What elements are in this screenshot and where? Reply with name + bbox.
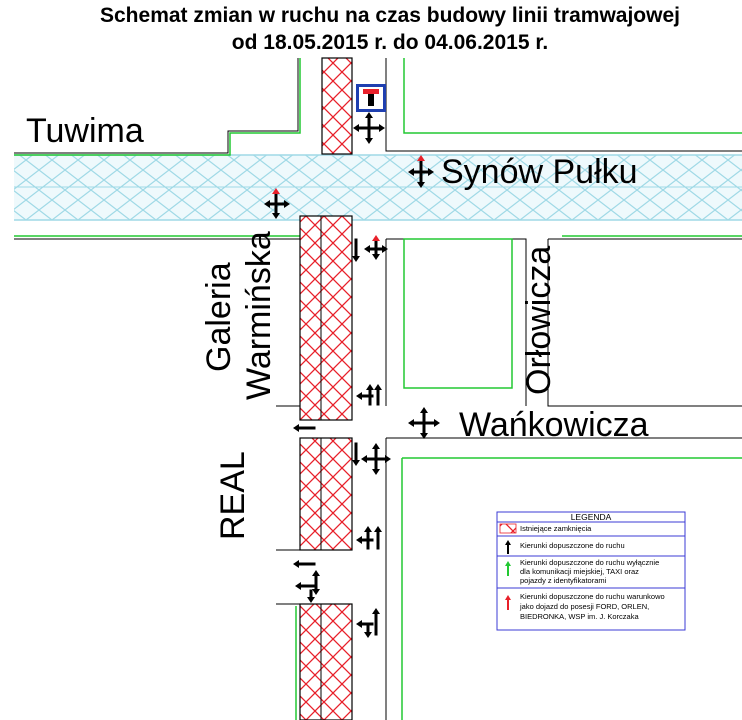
legend: LEGENDA Istniejące zamknięcia Kierunki d… xyxy=(496,511,686,631)
arrow-updown-synow xyxy=(408,155,434,188)
arrow-4way-north xyxy=(353,112,385,144)
legend-header: LEGENDA xyxy=(571,512,612,522)
title-line-1: Schemat zmian w ruchu na czas budowy lin… xyxy=(100,4,680,27)
street-label-tuwima: Tuwima xyxy=(26,112,144,150)
legend-green-arrow-icon xyxy=(505,561,511,576)
street-label-orlowicza: Orłowicza xyxy=(520,246,558,395)
arrow-left-exit-2 xyxy=(293,560,316,568)
legend-conditional-line-3: BIEDRONKA, WSP im. J. Korczaka xyxy=(520,612,639,621)
legend-red-arrow-icon xyxy=(505,595,511,610)
street-label-wankowicza: Wańkowicza xyxy=(459,406,649,444)
closure-areas xyxy=(299,57,353,720)
direction-arrows xyxy=(264,112,440,638)
legend-closures-label: Istniejące zamknięcia xyxy=(520,524,592,533)
legend-public-line-2: dla komunikacji miejskiej, TAXI oraz xyxy=(520,567,639,576)
legend-closure-swatch xyxy=(499,523,517,534)
street-label-real: REAL xyxy=(214,451,252,540)
road-edges xyxy=(14,58,742,720)
arrow-bottom-right xyxy=(356,608,380,638)
legend-conditional-line-2: jako dojazd do posesji FORD, ORLEN, xyxy=(519,602,649,611)
street-label-warminska: Warmińska xyxy=(240,231,278,400)
legend-black-arrow-icon xyxy=(505,540,511,554)
street-label-synow-pulku: Synów Pułku xyxy=(441,153,638,191)
street-label-galeria: Galeria xyxy=(200,262,238,372)
legend-public-line-3: pojazdy z identyfikatorami xyxy=(520,576,607,585)
title-line-2: od 18.05.2015 r. do 04.06.2015 r. xyxy=(232,31,548,54)
legend-public-line-1: Kierunki dopuszczone do ruchu wyłącznie xyxy=(520,558,659,567)
legend-allowed-label: Kierunki dopuszczone do ruchu xyxy=(520,541,625,550)
dead-end-sign-icon xyxy=(356,84,386,112)
legend-conditional-line-1: Kierunki dopuszczone do ruchu warunkowo xyxy=(520,592,665,601)
arrow-down-real xyxy=(352,442,391,475)
arrow-4way-wankowicza xyxy=(408,407,440,439)
tram-corridor xyxy=(14,154,742,221)
arrow-entry-lower xyxy=(295,570,320,603)
arrow-down-galeria xyxy=(352,235,388,262)
arrow-tram-crossing xyxy=(264,188,290,219)
arrow-mid-real xyxy=(356,526,382,550)
arrow-left-exit-1 xyxy=(293,424,316,432)
arrow-left-up xyxy=(356,384,382,406)
